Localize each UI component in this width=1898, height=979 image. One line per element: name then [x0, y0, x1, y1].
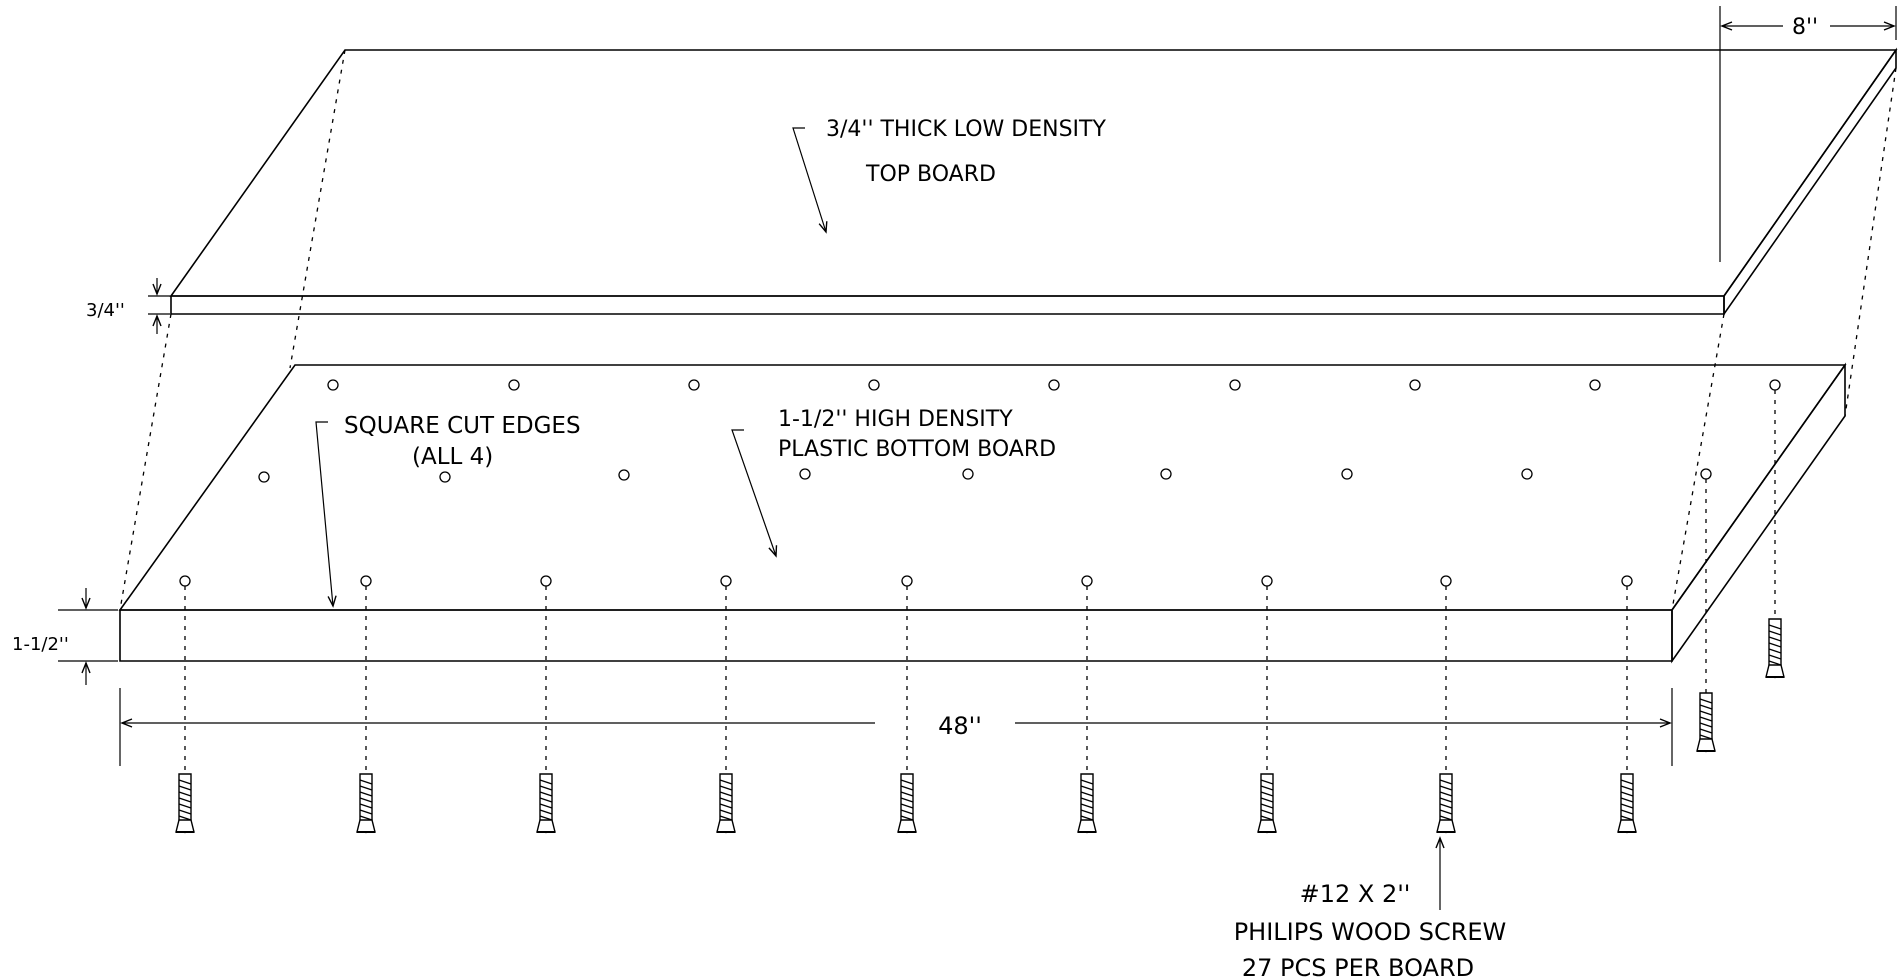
screw-paths — [184, 390, 1776, 772]
screw-hole-icon — [618, 469, 630, 481]
top-board — [169, 47, 1898, 317]
wood-screw-icon — [716, 773, 736, 833]
bottom-thickness-label: 1-1/2'' — [12, 634, 69, 655]
bottom-board-side-edge — [1671, 362, 1846, 664]
length-label: 48'' — [938, 712, 982, 740]
top-board-side-edge — [1723, 47, 1897, 317]
screw-callout: #12 X 2'' PHILIPS WOOD SCREW 27 PCS PER … — [1234, 836, 1507, 979]
screw-hole-icon — [1700, 468, 1712, 480]
bottom-board-front-edge — [119, 609, 1673, 662]
bottom-board-label-1: 1-1/2'' HIGH DENSITY — [778, 407, 1013, 432]
wood-screw-icon — [1257, 773, 1277, 833]
screw-holes — [179, 379, 1781, 587]
wood-screw-icon — [1436, 773, 1456, 833]
screw-hole-icon — [688, 379, 700, 391]
screw-hole-icon — [720, 575, 732, 587]
screw-hole-icon — [1589, 379, 1601, 391]
screw-hole-icon — [258, 471, 270, 483]
screw-hole-icon — [1160, 468, 1172, 480]
top-board-callout: 3/4'' THICK LOW DENSITY TOP BOARD — [792, 117, 1106, 234]
square-edges-label-1: SQUARE CUT EDGES — [344, 413, 581, 439]
screw-hole-icon — [1048, 379, 1060, 391]
screw-label-1: #12 X 2'' — [1300, 880, 1411, 908]
screw-hole-icon — [508, 379, 520, 391]
screw-hole-icon — [1440, 575, 1452, 587]
screw-hole-icon — [1261, 575, 1273, 587]
screw-hole-icon — [540, 575, 552, 587]
top-board-label-1: 3/4'' THICK LOW DENSITY — [826, 117, 1106, 142]
top-board-label-2: TOP BOARD — [865, 162, 996, 187]
length-dimension: 48'' — [119, 688, 1673, 766]
wood-screw-icon — [356, 773, 376, 833]
top-thickness-label: 3/4'' — [86, 300, 125, 321]
screw-hole-icon — [868, 379, 880, 391]
screw-hole-icon — [1521, 468, 1533, 480]
wood-screw-icon — [1077, 773, 1097, 833]
screw-hole-icon — [1621, 575, 1633, 587]
wood-screw-icon — [175, 773, 195, 833]
screw-hole-icon — [179, 575, 191, 587]
square-edges-label-2: (ALL 4) — [412, 444, 493, 470]
top-thickness-dimension: 3/4'' — [86, 278, 170, 334]
bottom-board-callout: 1-1/2'' HIGH DENSITY PLASTIC BOTTOM BOAR… — [731, 407, 1056, 558]
screw-hole-icon — [439, 471, 451, 483]
top-board-face — [169, 49, 1898, 297]
screw-hole-icon — [360, 575, 372, 587]
screw-hole-icon — [1769, 379, 1781, 391]
wood-screw-icon — [1617, 773, 1637, 833]
screw-hole-icon — [1341, 468, 1353, 480]
screw-label-3: 27 PCS PER BOARD — [1242, 954, 1474, 979]
top-board-front-edge — [170, 295, 1725, 315]
screw-hole-icon — [1229, 379, 1241, 391]
screw-hole-icon — [962, 468, 974, 480]
screw-hole-icon — [901, 575, 913, 587]
screw-hole-icon — [1409, 379, 1421, 391]
wood-screw-icon — [536, 773, 556, 833]
screw-hole-icon — [327, 379, 339, 391]
bottom-board-label-2: PLASTIC BOTTOM BOARD — [778, 437, 1056, 462]
screw-label-2: PHILIPS WOOD SCREW — [1234, 918, 1507, 946]
wood-screw-icon — [897, 773, 917, 833]
depth-dimension: 8'' — [1719, 6, 1897, 262]
wood-screw-icon — [1696, 692, 1716, 752]
wood-screw-icon — [1765, 618, 1785, 678]
screw-hole-icon — [799, 468, 811, 480]
alignment-lines — [119, 49, 1897, 611]
bottom-thickness-dimension: 1-1/2'' — [12, 588, 118, 685]
bottom-board-face — [118, 364, 1847, 611]
depth-label: 8'' — [1792, 15, 1818, 40]
screw-hole-icon — [1081, 575, 1093, 587]
square-edges-callout: SQUARE CUT EDGES (ALL 4) — [315, 413, 581, 608]
